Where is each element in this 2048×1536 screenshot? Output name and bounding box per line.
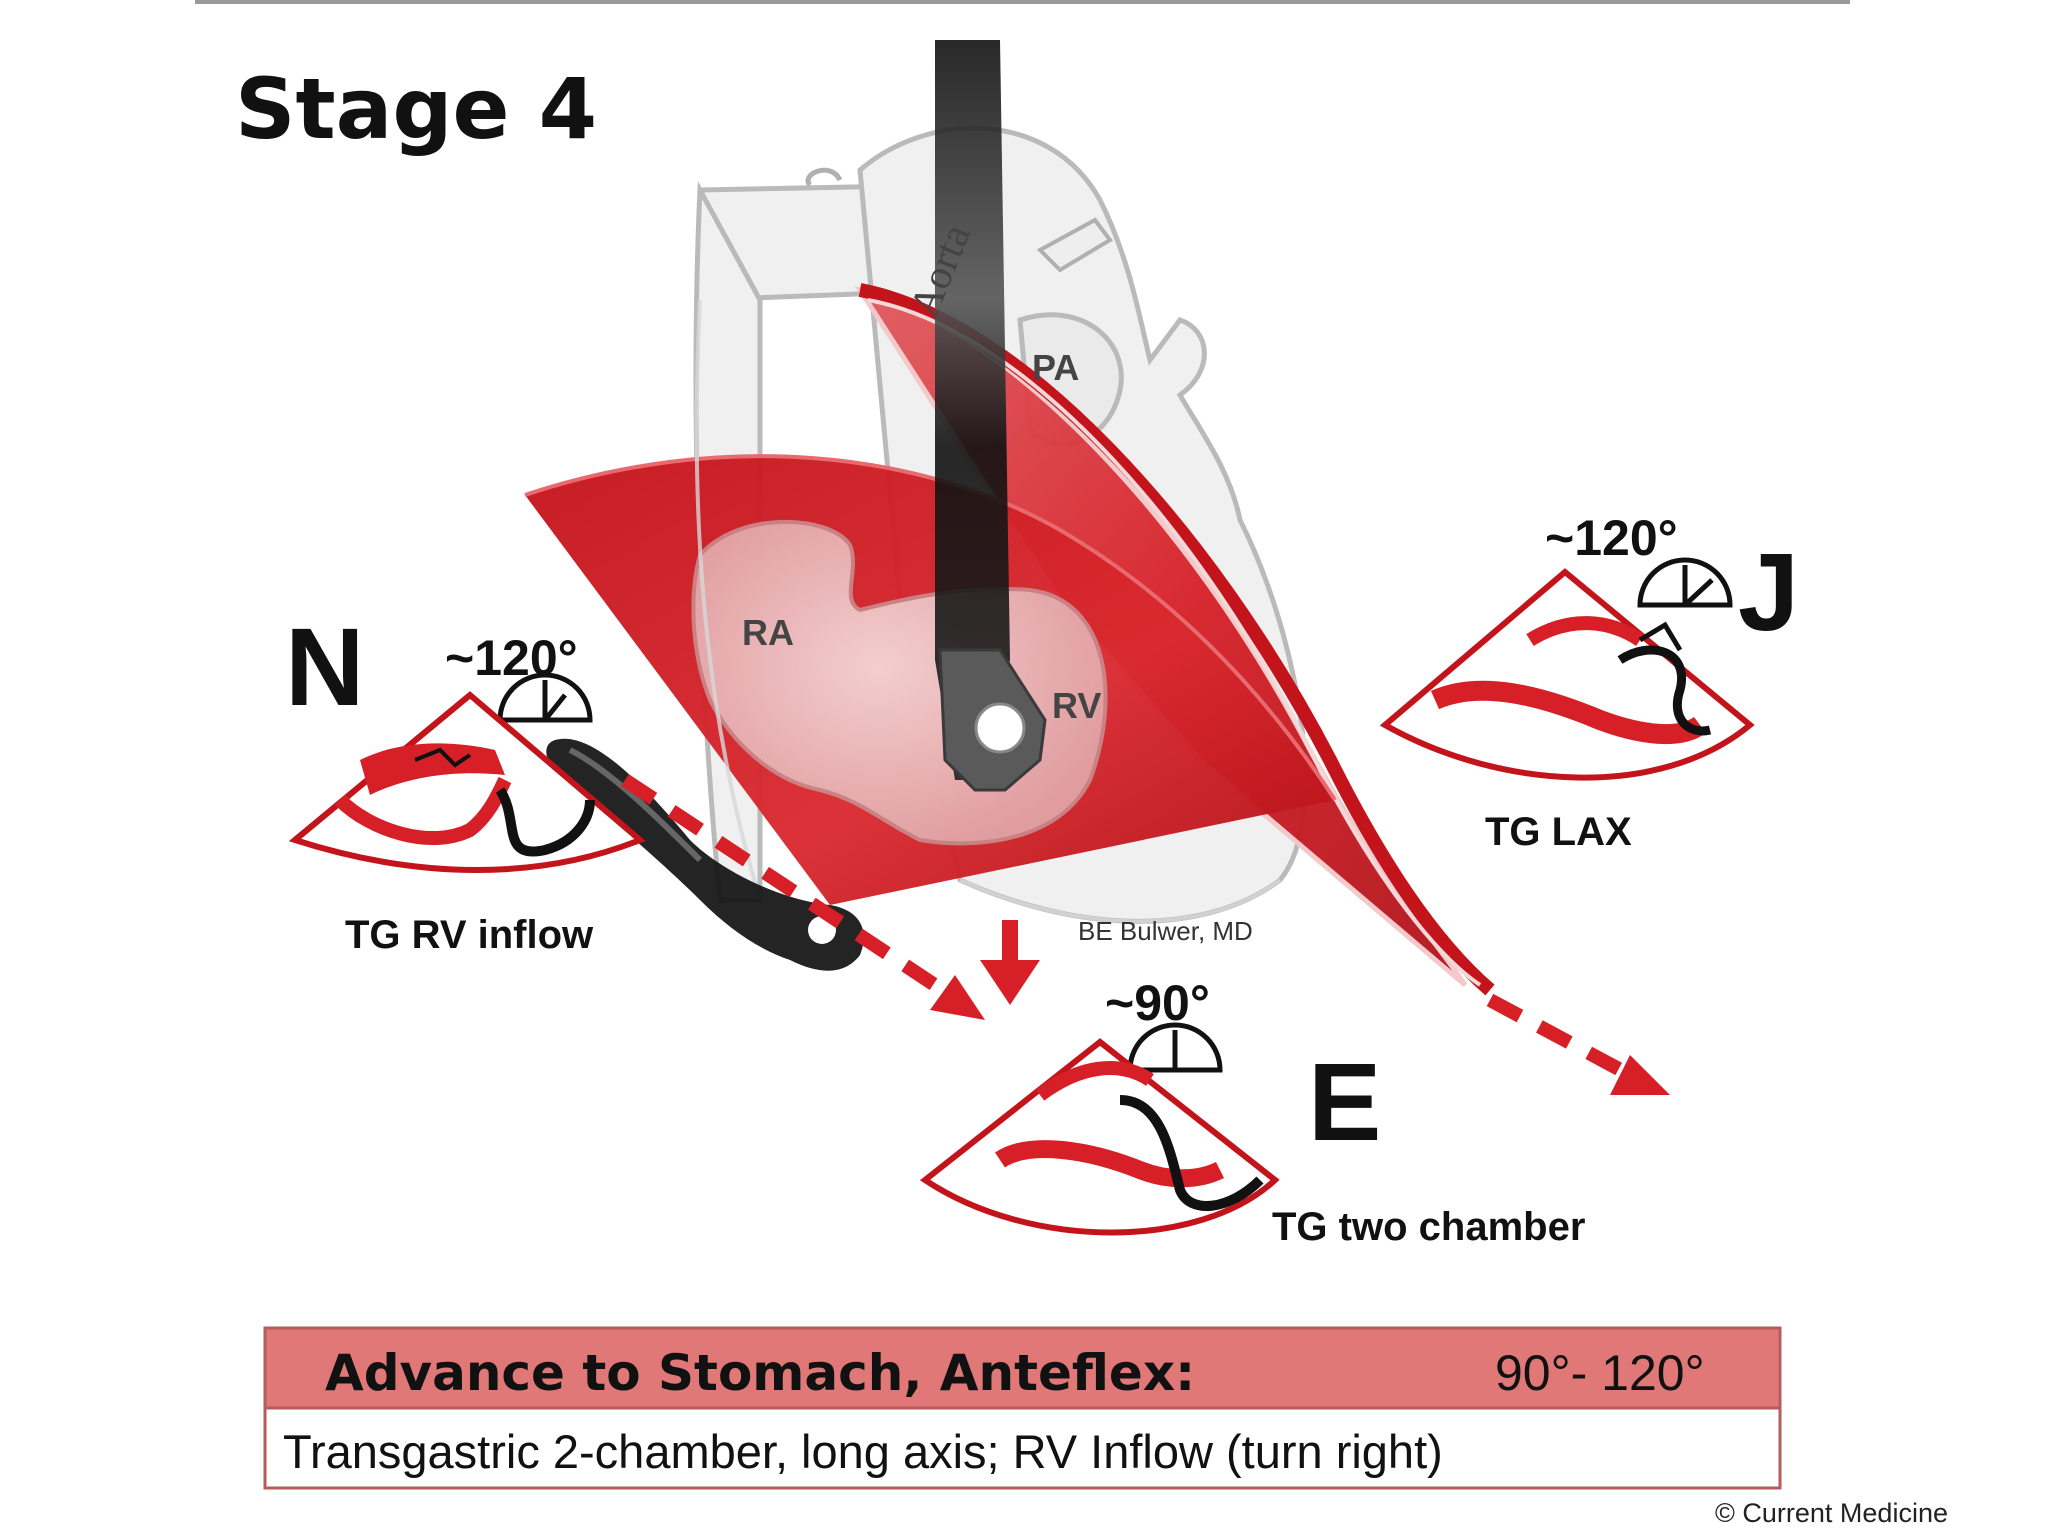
- instruction-banner: [263, 1326, 1782, 1490]
- probe-transducer: [974, 702, 1026, 754]
- view-j-sector: [1379, 568, 1755, 781]
- arrow-down-head: [980, 960, 1040, 1005]
- banner-degrees: 90°- 120°: [1495, 1345, 1705, 1401]
- advance-arrows: [621, 774, 1634, 1082]
- view-n-letter: N: [285, 606, 364, 729]
- view-n-label: TG RV inflow: [345, 913, 594, 957]
- label-ra: RA: [742, 612, 794, 653]
- label-pa: PA: [1032, 347, 1079, 388]
- view-n-sector: [288, 691, 646, 873]
- stage-title: Stage 4: [235, 60, 597, 158]
- probe-stomach: [546, 738, 864, 971]
- banner-description: Transgastric 2-chamber, long axis; RV In…: [283, 1425, 1443, 1478]
- arrow-head-2: [1610, 1055, 1670, 1095]
- probe-stomach-highlight: [568, 747, 703, 863]
- view-e-label: TG two chamber: [1272, 1205, 1585, 1249]
- heart-overlay-outline: [694, 299, 1282, 924]
- view-j-dial-icon: [1637, 557, 1733, 608]
- copyright-notice: © Current Medicine: [1715, 1498, 1948, 1528]
- view-j-label: TG LAX: [1485, 810, 1632, 854]
- view-n-dial-icon: [497, 672, 593, 723]
- probe-shaft: [935, 40, 1010, 780]
- view-j-letter: J: [1738, 531, 1799, 654]
- view-e-dial-icon: [1127, 1022, 1223, 1073]
- label-rv: RV: [1052, 685, 1101, 726]
- banner-heading: Advance to Stomach, Anteflex:: [325, 1344, 1195, 1402]
- arrow-head-1: [930, 975, 985, 1020]
- aortic-arch-curve: [805, 167, 843, 187]
- view-j-angle: ~120°: [1545, 510, 1678, 566]
- illustrator-credit: BE Bulwer, MD: [1078, 916, 1253, 946]
- pa-branch: [1036, 217, 1113, 273]
- view-e-angle: ~90°: [1105, 975, 1210, 1031]
- view-e-letter: E: [1308, 1041, 1381, 1164]
- view-e-sector: [919, 1038, 1280, 1236]
- top-divider: [195, 0, 1850, 4]
